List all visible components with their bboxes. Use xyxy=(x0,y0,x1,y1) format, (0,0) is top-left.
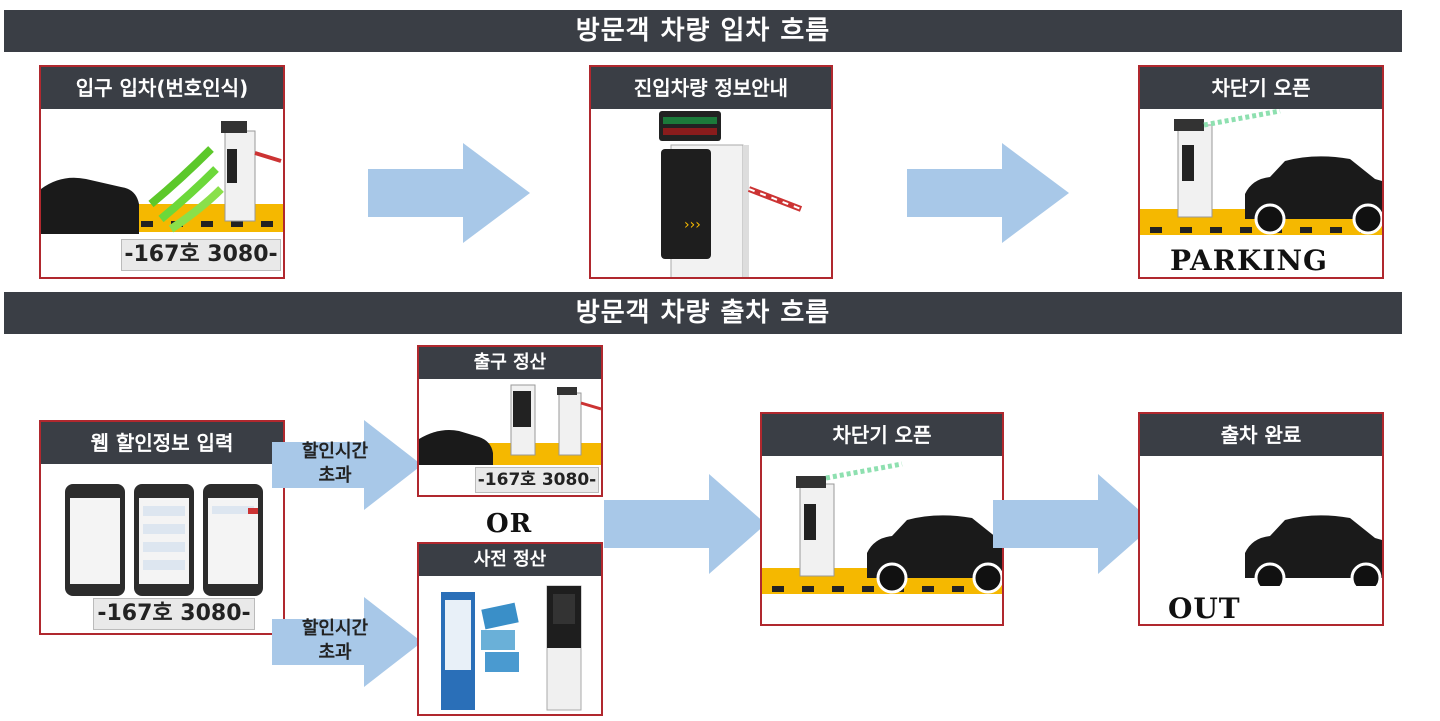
flow-arrow-4 xyxy=(993,474,1155,574)
mobile-web-screens-illustration xyxy=(65,484,263,596)
entry-step-barrier: 차단기 오픈 PARKING xyxy=(1138,65,1384,279)
entry-step-lpr: 입구 입차(번호인식) -167호 3080- xyxy=(39,65,285,279)
flow-arrow-exceed-bottom xyxy=(272,597,422,687)
license-plate: -167호 3080- xyxy=(121,239,281,271)
car-leaving-illustration xyxy=(1245,515,1382,586)
exit-pay-scene-illustration xyxy=(419,384,601,465)
exit-step-web: 웹 할인정보 입력 -167호 3080- xyxy=(39,420,285,635)
lpr-scene-illustration xyxy=(41,121,283,234)
entry-step-info: 진입차량 정보안내 ››› xyxy=(589,65,833,279)
exit-step-barrier-label: 차단기 오픈 xyxy=(762,414,1002,456)
entry-flow-banner: 방문객 차량 입차 흐름 xyxy=(4,10,1402,52)
out-caption: OUT xyxy=(1168,592,1241,625)
pre-pay-kiosk-illustration xyxy=(441,585,582,711)
exit-step-done-label: 출차 완료 xyxy=(1140,414,1382,456)
exit-barrier-open-illustration xyxy=(762,461,1002,594)
exceed-time-label-top: 할인시간 초과 xyxy=(301,441,369,486)
entry-step-info-label: 진입차량 정보안내 xyxy=(591,67,831,109)
license-plate: -167호 3080- xyxy=(93,598,255,630)
flow-arrow-exceed-top xyxy=(272,420,422,510)
barrier-open-illustration xyxy=(1140,109,1382,235)
entry-step-lpr-label: 입구 입차(번호인식) xyxy=(41,67,283,109)
exit-step-barrier: 차단기 오픈 xyxy=(760,412,1004,626)
exit-step-exit-pay: 출구 정산 -167호 3080- xyxy=(417,345,603,497)
exit-step-pre-pay: 사전 정산 xyxy=(417,542,603,716)
svg-text:›››: ››› xyxy=(684,217,701,233)
exceed-time-label-bottom: 할인시간 초과 xyxy=(301,618,369,663)
flow-arrow-2 xyxy=(907,143,1069,243)
exit-step-done: 출차 완료 OUT xyxy=(1138,412,1384,626)
entry-step-barrier-label: 차단기 오픈 xyxy=(1140,67,1382,109)
info-kiosk-illustration: ››› xyxy=(659,111,803,277)
parking-caption: PARKING xyxy=(1170,244,1328,277)
or-label: OR xyxy=(486,509,533,539)
license-plate: -167호 3080- xyxy=(475,467,599,493)
exit-step-exit-pay-label: 출구 정산 xyxy=(419,347,601,379)
flow-arrow-3 xyxy=(604,474,766,574)
flow-arrow-1 xyxy=(368,143,530,243)
exit-step-web-label: 웹 할인정보 입력 xyxy=(41,422,283,464)
exit-step-pre-pay-label: 사전 정산 xyxy=(419,544,601,576)
exit-flow-banner: 방문객 차량 출차 흐름 xyxy=(4,292,1402,334)
